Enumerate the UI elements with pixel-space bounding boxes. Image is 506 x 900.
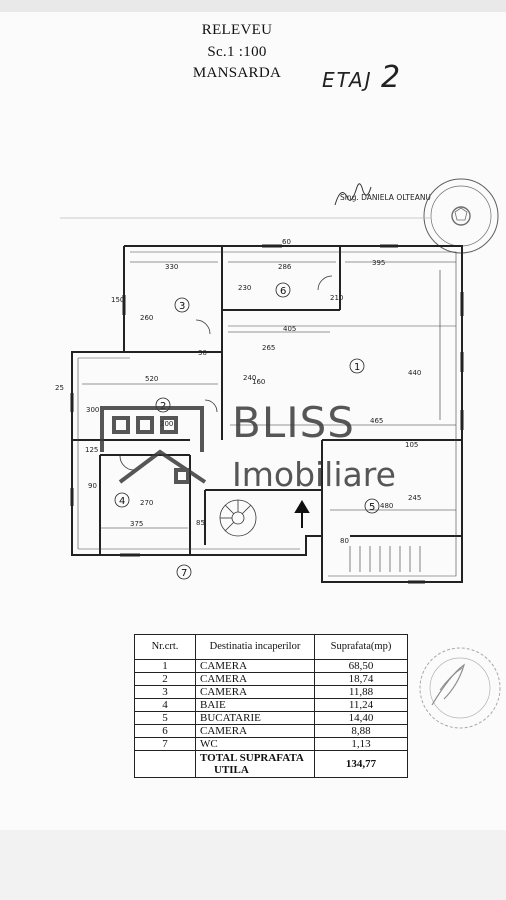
bottom-margin	[0, 830, 506, 900]
cell-nr: 2	[134, 672, 196, 686]
table-row: 3 CAMERA 11,88	[134, 685, 408, 699]
floor-number: 2	[380, 60, 403, 95]
col-header-area: Suprafata(mp)	[314, 634, 408, 660]
room-number-1: 1	[354, 362, 360, 373]
doc-scale: Sc.1 :100	[207, 44, 267, 60]
cell-area: 11,88	[314, 685, 408, 699]
handwritten-floor-note: ETAJ 2	[322, 60, 402, 95]
room-number-4: 4	[119, 496, 125, 507]
dim-375: 375	[130, 520, 143, 528]
dim-210: 210	[330, 294, 343, 302]
table-row: 6 CAMERA 8,88	[134, 724, 408, 738]
dimension-lines	[82, 261, 456, 529]
dim-230: 230	[238, 284, 251, 292]
cell-destination: BAIE	[195, 698, 315, 712]
walls	[71, 245, 463, 583]
total-label-line1: TOTAL SUPRAFATA	[200, 752, 304, 764]
stamp-seal-bottom	[419, 647, 501, 729]
cell-nr: 7	[134, 737, 196, 751]
signature-scribble	[334, 183, 372, 206]
dim-200: 200	[160, 420, 173, 428]
door-arcs	[119, 275, 333, 471]
cell-nr: 1	[134, 659, 196, 673]
dim-300: 300	[86, 406, 99, 414]
table-row: 2 CAMERA 18,74	[134, 672, 408, 686]
room-markers	[114, 282, 380, 580]
area-table: Nr.crt. Destinatia incaperilor Suprafata…	[134, 634, 408, 778]
cell-destination: CAMERA	[195, 672, 315, 686]
dim-395: 395	[372, 259, 385, 267]
watermark-subtitle: Imobiliare	[232, 455, 396, 494]
total-label-line2: UTILA	[214, 764, 249, 776]
table-row: 1 CAMERA 68,50	[134, 659, 408, 673]
room-number-5: 5	[369, 502, 375, 513]
dim-480: 480	[380, 502, 393, 510]
floor-word: ETAJ	[322, 68, 373, 92]
cell-area: 1,13	[314, 737, 408, 751]
dim-520: 520	[145, 375, 158, 383]
doc-title: RELEVEU	[201, 22, 273, 38]
dim-85: 85	[196, 519, 205, 527]
cell-destination: WC	[195, 737, 315, 751]
stairs-steps	[349, 546, 421, 572]
cell-destination: CAMERA	[195, 685, 315, 699]
cell-total-value: 134,77	[314, 750, 408, 778]
dim-80: 80	[340, 537, 349, 545]
cell-nr: 4	[134, 698, 196, 712]
cell-area: 18,74	[314, 672, 408, 686]
cell-area: 68,50	[314, 659, 408, 673]
window-marks	[70, 244, 464, 584]
col-header-destination: Destinatia incaperilor	[195, 634, 315, 660]
dim-260: 260	[140, 314, 153, 322]
table-row: 4 BAIE 11,24	[134, 698, 408, 712]
dim-25: 25	[55, 384, 64, 392]
cell-empty	[134, 750, 196, 778]
cell-nr: 6	[134, 724, 196, 738]
room-number-6: 6	[280, 286, 286, 297]
dim-405: 405	[283, 325, 296, 333]
signature-name: Sing. DANIELA OLTEANU	[340, 193, 431, 202]
cell-area: 8,88	[314, 724, 408, 738]
inner-wall-lines	[77, 251, 457, 577]
dim-160: 160	[252, 378, 265, 386]
dim-150: 150	[111, 296, 124, 304]
dim-30: 30	[198, 349, 207, 357]
dim-465: 465	[370, 417, 383, 425]
watermark-brand: BLISS	[232, 398, 355, 447]
dim-330: 330	[165, 263, 178, 271]
dim-265: 265	[262, 344, 275, 352]
cell-destination: CAMERA	[195, 659, 315, 673]
table-row: 7 WC 1,13	[134, 737, 408, 751]
dim-270: 270	[140, 499, 153, 507]
room-number-3: 3	[179, 301, 185, 312]
room-number-7: 7	[181, 568, 187, 579]
doc-level: MANSARDA	[192, 65, 282, 81]
stair-arrow	[294, 500, 310, 528]
table-total-row: TOTAL SUPRAFATA UTILA 134,77	[134, 750, 408, 778]
dim-125: 125	[85, 446, 98, 454]
cell-destination: BUCATARIE	[195, 711, 315, 725]
dim-245: 245	[408, 494, 421, 502]
cell-nr: 3	[134, 685, 196, 699]
cell-area: 11,24	[314, 698, 408, 712]
col-header-nr: Nr.crt.	[134, 634, 196, 660]
cell-total-label: TOTAL SUPRAFATA UTILA	[195, 750, 315, 778]
watermark-logo	[100, 406, 207, 484]
dim-286: 286	[278, 263, 292, 271]
table-row: 5 BUCATARIE 14,40	[134, 711, 408, 725]
dim-240: 240	[243, 374, 256, 382]
stamp-seal-top	[423, 178, 499, 254]
dim-60: 60	[282, 238, 291, 246]
spiral-staircase	[219, 499, 257, 537]
cell-nr: 5	[134, 711, 196, 725]
cell-destination: CAMERA	[195, 724, 315, 738]
cell-area: 14,40	[314, 711, 408, 725]
dim-105: 105	[405, 441, 418, 449]
table-header-row: Nr.crt. Destinatia incaperilor Suprafata…	[134, 634, 408, 660]
dim-90: 90	[88, 482, 97, 490]
dim-440: 440	[408, 369, 421, 377]
